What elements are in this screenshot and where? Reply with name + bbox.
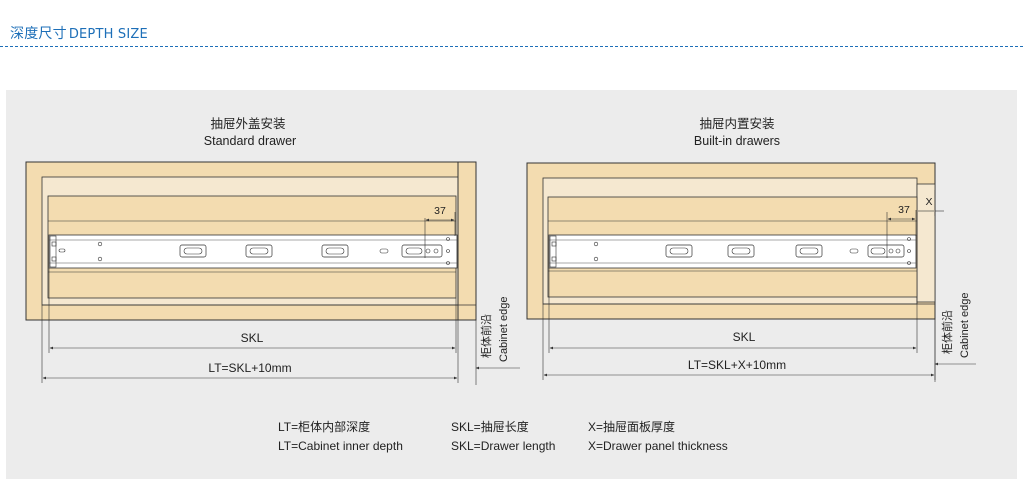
right-cabinet-edge: 柜体前沿 Cabinet edge — [934, 293, 976, 382]
legend: LT=柜体内部深度 LT=Cabinet inner depth SKL=抽屉长… — [278, 419, 728, 453]
left-cabinet-edge: 柜体前沿 Cabinet edge — [475, 297, 520, 385]
left-cabinet-edge-cn: 柜体前沿 — [479, 314, 493, 358]
left-skl-label: SKL — [241, 331, 264, 345]
header-title-en: DEPTH SIZE — [68, 27, 148, 42]
right-dim-skl: SKL — [548, 268, 918, 353]
legend-lt-cn: LT=柜体内部深度 — [278, 419, 370, 434]
right-dim-37: 37 — [886, 204, 917, 258]
left-lt-label: LT=SKL+10mm — [208, 361, 291, 375]
legend-x-en: X=Drawer panel thickness — [588, 439, 728, 453]
header-title-cn: 深度尺寸 — [10, 26, 67, 42]
left-dim-37-label: 37 — [434, 205, 446, 217]
right-dim-37-label: 37 — [898, 204, 910, 216]
right-cabinet-edge-en: Cabinet edge — [959, 293, 971, 358]
right-dim-x-label: X — [925, 196, 932, 208]
right-cabinet-edge-cn: 柜体前沿 — [940, 310, 954, 354]
right-lt-label: LT=SKL+X+10mm — [688, 358, 786, 372]
builtin-drawer-diagram: 抽屉内置安装 Built-in drawers — [526, 116, 976, 382]
left-dim-37: 37 — [424, 205, 456, 258]
left-dim-skl: SKL — [48, 268, 457, 353]
legend-skl-en: SKL=Drawer length — [451, 439, 555, 453]
left-cabinet-edge-en: Cabinet edge — [498, 297, 510, 362]
right-slide-rail — [548, 234, 917, 269]
header-divider — [0, 46, 1023, 47]
standard-drawer-diagram: 抽屉外盖安装 Standard drawer — [25, 116, 520, 385]
legend-x-cn: X=抽屉面板厚度 — [588, 419, 675, 434]
right-title-en: Built-in drawers — [694, 134, 780, 148]
left-slide-rail — [48, 234, 458, 269]
right-dim-x: X — [918, 190, 944, 216]
legend-skl-cn: SKL=抽屉长度 — [451, 419, 529, 434]
left-title-en: Standard drawer — [204, 134, 296, 148]
right-skl-label: SKL — [733, 330, 756, 344]
legend-lt-en: LT=Cabinet inner depth — [278, 439, 403, 453]
left-dim-lt: LT=SKL+10mm — [41, 305, 459, 383]
left-title-cn: 抽屉外盖安装 — [210, 116, 285, 131]
right-title-cn: 抽屉内置安装 — [699, 116, 774, 131]
